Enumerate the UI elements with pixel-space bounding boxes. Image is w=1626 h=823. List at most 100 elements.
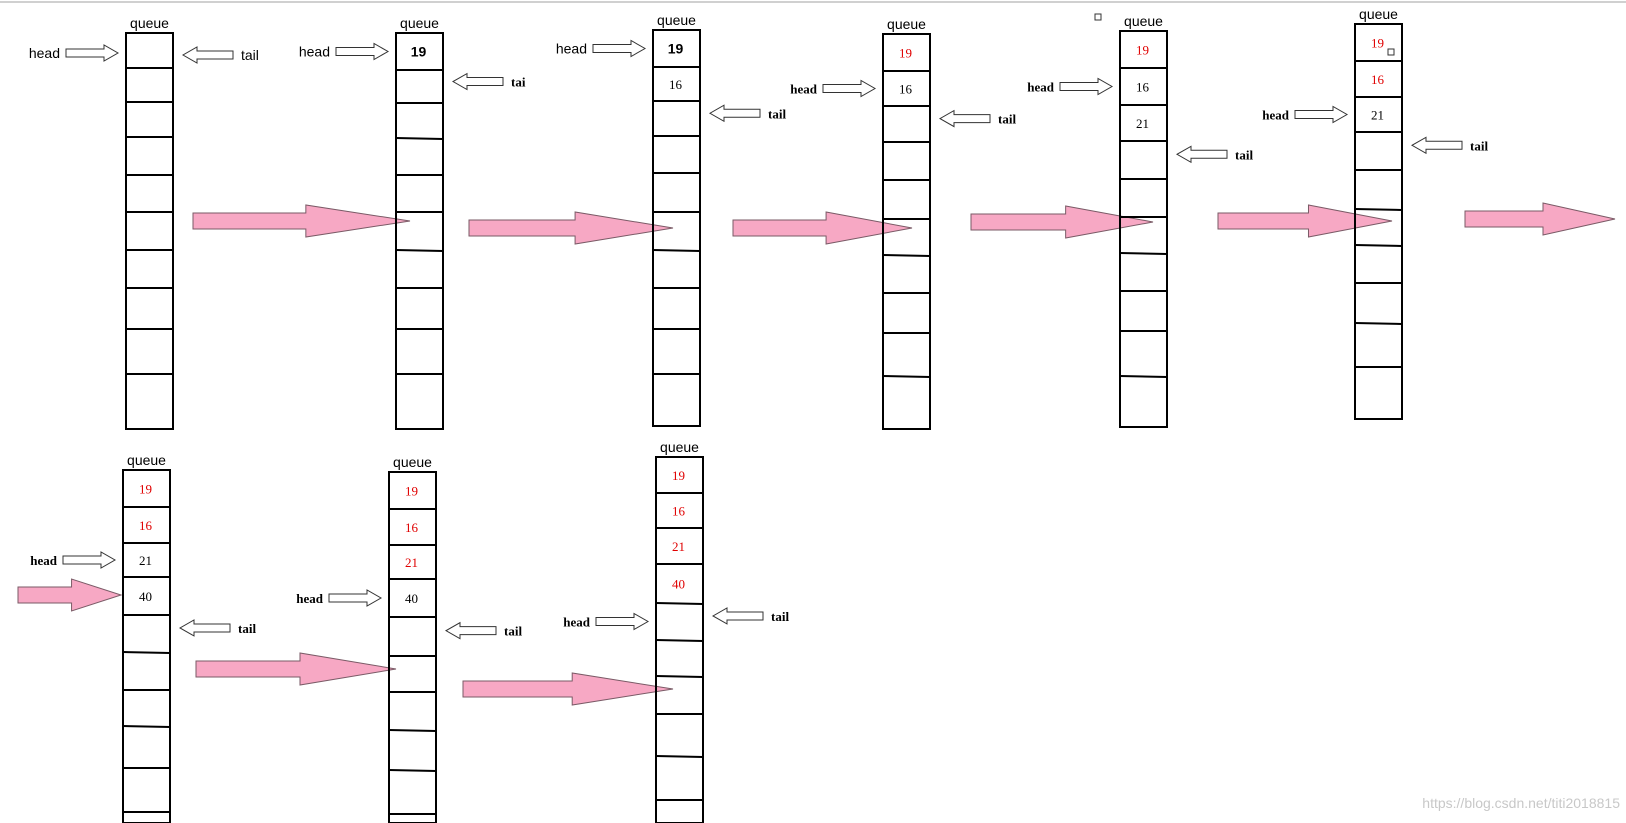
queue-cell-value: 19 bbox=[411, 44, 427, 60]
head-label: head bbox=[556, 41, 587, 57]
queue-cell-value: 16 bbox=[669, 77, 683, 92]
cell-divider bbox=[656, 603, 703, 604]
queue-cell-value: 16 bbox=[899, 82, 913, 97]
queue-cell-value: 16 bbox=[139, 518, 153, 533]
head-label: head bbox=[1027, 80, 1055, 95]
flow-arrow bbox=[1465, 203, 1615, 235]
queue-frame bbox=[396, 33, 443, 429]
queue-label: queue bbox=[1359, 6, 1398, 22]
queue-cell-value: 19 bbox=[1136, 43, 1149, 58]
queue-column: queue19162140headtail bbox=[296, 454, 522, 823]
queue-cell-value: 16 bbox=[672, 504, 686, 519]
tail-arrow-icon bbox=[183, 47, 233, 63]
cell-divider bbox=[656, 676, 703, 677]
cell-divider bbox=[653, 250, 700, 251]
head-arrow-icon bbox=[336, 44, 388, 60]
cell-divider bbox=[389, 770, 436, 771]
cell-divider bbox=[123, 726, 170, 727]
cell-divider bbox=[1355, 209, 1402, 210]
tail-label: tail bbox=[998, 112, 1016, 127]
flow-arrow bbox=[971, 206, 1153, 238]
queue-label: queue bbox=[657, 12, 696, 28]
head-label: head bbox=[1262, 108, 1290, 123]
queue-cell-value: 19 bbox=[672, 468, 685, 483]
queue-cell-value: 21 bbox=[405, 555, 418, 570]
flow-arrow bbox=[193, 205, 410, 237]
head-arrow-icon bbox=[596, 614, 648, 630]
cell-divider bbox=[1355, 323, 1402, 324]
queue-cell-value: 19 bbox=[668, 41, 684, 57]
stray-mark bbox=[1095, 14, 1101, 20]
tail-arrow-icon bbox=[180, 620, 230, 636]
cell-divider bbox=[389, 730, 436, 731]
head-label: head bbox=[30, 553, 58, 568]
flow-arrow bbox=[733, 212, 912, 244]
head-arrow-icon bbox=[823, 81, 875, 97]
cell-divider bbox=[123, 652, 170, 653]
stray-mark bbox=[1388, 49, 1394, 55]
cell-divider bbox=[1120, 376, 1167, 377]
tail-arrow-icon bbox=[713, 608, 763, 624]
head-arrow-icon bbox=[1295, 107, 1347, 123]
head-arrow-icon bbox=[1060, 79, 1112, 95]
flow-arrow bbox=[196, 653, 396, 685]
cell-divider bbox=[883, 255, 930, 256]
queue-cell-value: 19 bbox=[1371, 36, 1384, 51]
queue-cell-value: 21 bbox=[1136, 116, 1149, 131]
queue-cell-value: 21 bbox=[672, 539, 685, 554]
queue-cell-value: 16 bbox=[1136, 80, 1150, 95]
queue-label: queue bbox=[130, 15, 169, 31]
flow-arrow bbox=[18, 579, 121, 611]
tail-arrow-icon bbox=[710, 105, 760, 121]
queue-cell-value: 16 bbox=[405, 520, 419, 535]
queue-label: queue bbox=[127, 452, 166, 468]
cell-divider bbox=[883, 376, 930, 377]
queue-cell-value: 21 bbox=[1371, 108, 1384, 123]
head-label: head bbox=[563, 615, 591, 630]
tail-label: tai bbox=[511, 75, 526, 90]
queue-cell-value: 19 bbox=[899, 46, 912, 61]
cell-divider bbox=[1120, 253, 1167, 254]
flow-arrow bbox=[463, 673, 673, 705]
head-label: head bbox=[790, 82, 818, 97]
queue-cell-value: 19 bbox=[139, 482, 152, 497]
watermark: https://blog.csdn.net/titi2018815 bbox=[1422, 795, 1620, 811]
tail-label: tail bbox=[241, 47, 259, 63]
tail-arrow-icon bbox=[446, 623, 496, 639]
tail-label: tail bbox=[771, 609, 789, 624]
queue-cell-value: 40 bbox=[672, 577, 685, 592]
tail-label: tail bbox=[1235, 147, 1253, 162]
tail-arrow-icon bbox=[1412, 137, 1462, 153]
queue-cell-value: 40 bbox=[139, 589, 152, 604]
queue-label: queue bbox=[400, 15, 439, 31]
tail-label: tail bbox=[768, 106, 786, 121]
queue-label: queue bbox=[393, 454, 432, 470]
head-arrow-icon bbox=[593, 41, 645, 57]
queue-label: queue bbox=[660, 439, 699, 455]
queue-label: queue bbox=[1124, 13, 1163, 29]
head-label: head bbox=[29, 45, 60, 61]
tail-arrow-icon bbox=[453, 74, 503, 90]
cell-divider bbox=[1355, 245, 1402, 246]
queue-column: queue 19 16 21 40 head tail bbox=[563, 439, 789, 823]
queue-frame bbox=[126, 33, 173, 429]
head-arrow-icon bbox=[329, 590, 381, 606]
queue-cell-value: 40 bbox=[405, 591, 418, 606]
queue-label: queue bbox=[887, 16, 926, 32]
tail-arrow-icon bbox=[1177, 146, 1227, 162]
flow-arrow bbox=[469, 212, 673, 244]
head-arrow-icon bbox=[63, 552, 115, 568]
cell-divider bbox=[396, 250, 443, 251]
queue-cell-value: 19 bbox=[405, 484, 418, 499]
head-arrow-icon bbox=[66, 45, 118, 61]
cell-divider bbox=[656, 756, 703, 757]
head-label: head bbox=[299, 44, 330, 60]
queue-cell-value: 16 bbox=[1371, 72, 1385, 87]
queue-cell-value: 21 bbox=[139, 553, 152, 568]
cell-divider bbox=[396, 138, 443, 139]
tail-label: tail bbox=[1470, 138, 1488, 153]
queue-column: queue19162140headtail bbox=[30, 452, 256, 823]
tail-label: tail bbox=[504, 624, 522, 639]
tail-arrow-icon bbox=[940, 111, 990, 127]
